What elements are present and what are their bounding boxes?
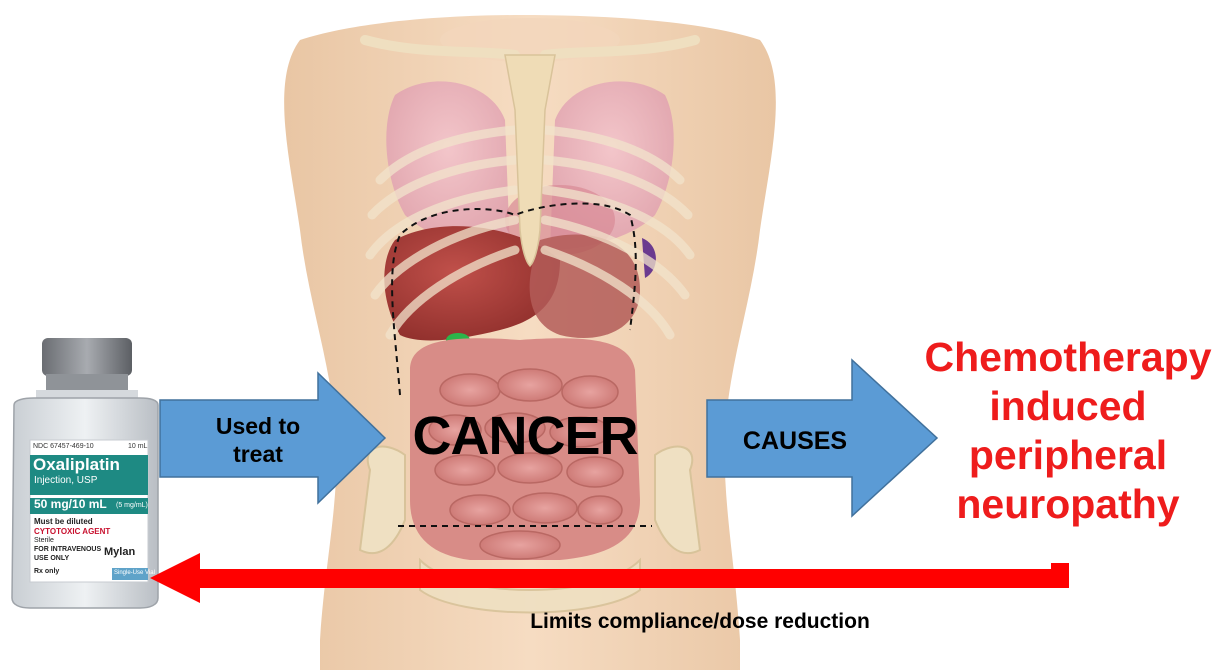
cipn-line-4: neuropathy xyxy=(905,480,1231,529)
vial-route: FOR INTRAVENOUS xyxy=(34,546,101,553)
feedback-label: Limits compliance/dose reduction xyxy=(420,610,980,634)
vial-maker: Mylan xyxy=(104,546,135,558)
vial-use-only: USE ONLY xyxy=(34,555,69,562)
used-to-treat-label: Used to treat xyxy=(188,412,328,468)
cipn-label: Chemotherapy induced peripheral neuropat… xyxy=(905,333,1231,529)
cancer-label: CANCER xyxy=(395,405,655,467)
vial-drug-name: Oxaliplatin xyxy=(33,455,120,475)
cipn-line-2: induced xyxy=(905,382,1231,431)
used-to-treat-line-2: treat xyxy=(188,440,328,468)
vial-rx: Rx only xyxy=(34,568,59,575)
used-to-treat-line-1: Used to xyxy=(188,412,328,440)
vial-concentration: (5 mg/mL) xyxy=(116,502,148,509)
vial-subtitle: Injection, USP xyxy=(34,475,97,486)
vial-single-use: Single-Use Vial xyxy=(114,570,155,576)
vial-volume: 10 mL xyxy=(128,443,147,450)
vial-ndc: NDC 67457-469-10 xyxy=(33,443,94,450)
vial-warning: CYTOTOXIC AGENT xyxy=(34,527,110,536)
causes-label: CAUSES xyxy=(705,427,885,456)
cipn-line-3: peripheral xyxy=(905,431,1231,480)
vial-strength: 50 mg/10 mL xyxy=(34,497,107,511)
vial-note: Must be diluted xyxy=(34,517,93,526)
cipn-line-1: Chemotherapy xyxy=(905,333,1231,382)
vial-sterile: Sterile xyxy=(34,537,54,544)
